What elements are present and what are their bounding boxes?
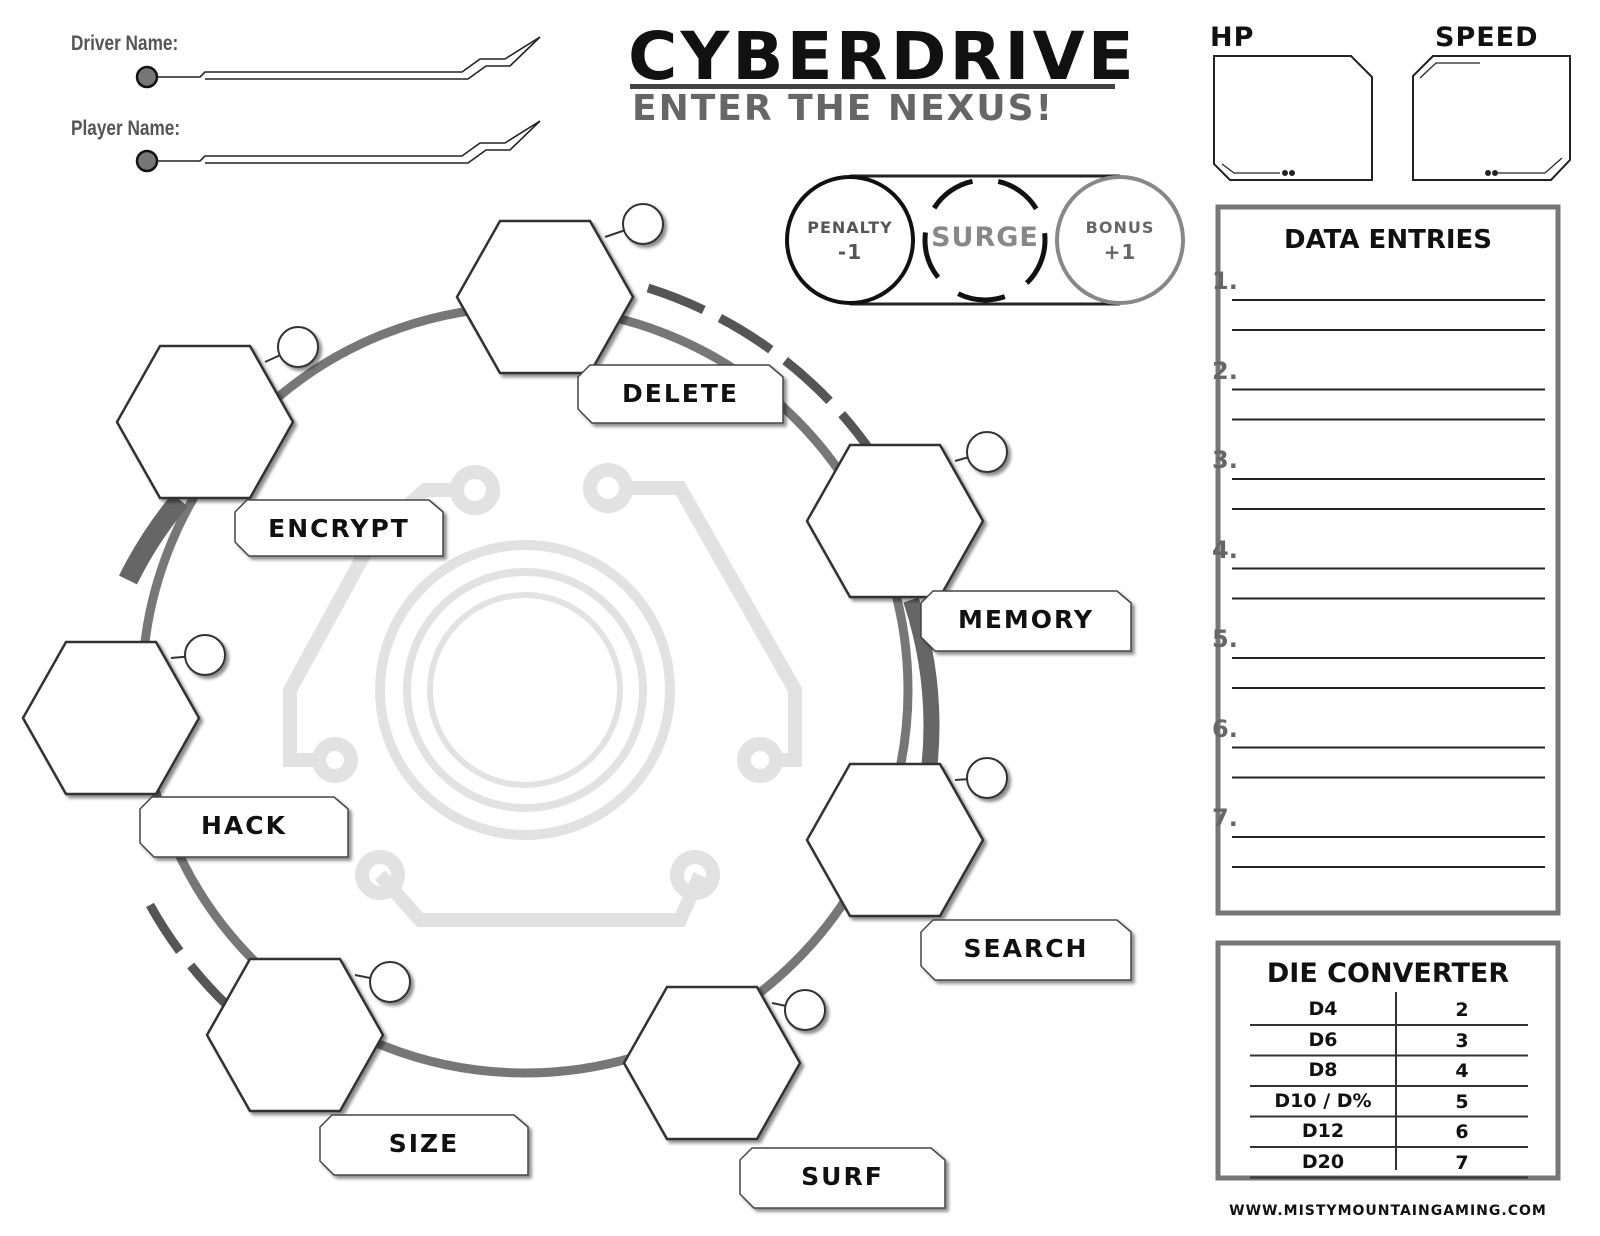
die-value: 4 (1455, 1060, 1469, 1082)
surge-circle (922, 177, 1048, 303)
skill-hexagon (805, 443, 985, 599)
skill-label-search: SEARCH (963, 934, 1089, 963)
skill-tag-plate (139, 796, 349, 858)
player-name-label: Player Name: (71, 117, 181, 140)
skill-pip-circle (184, 634, 226, 676)
skill-label-size: SIZE (388, 1129, 460, 1158)
skill-label-hack: HACK (201, 811, 287, 840)
circuit-watermark (283, 463, 802, 927)
skill-hexagon (21, 640, 201, 796)
die-value: 2 (1455, 999, 1469, 1021)
player-name-line (135, 120, 541, 173)
skill-pip-circle (966, 431, 1008, 473)
surge-label: SURGE (931, 222, 1039, 253)
skill-hexagon (205, 957, 385, 1113)
skill-tag-plate (739, 1147, 946, 1209)
skill-pip-circle (277, 326, 319, 368)
data-entry-number: 7. (1212, 804, 1238, 832)
data-entries-title: DATA ENTRIES (1283, 225, 1492, 255)
website-url: WWW.MISTYMOUNTAINGAMING.COM (1229, 1203, 1547, 1219)
die-value: 5 (1455, 1090, 1469, 1113)
skill-tag-plate (920, 919, 1132, 981)
penalty-value: -1 (837, 240, 863, 264)
data-entry-number: 6. (1212, 714, 1238, 743)
data-entry-number: 1. (1212, 267, 1238, 295)
die-type: D12 (1301, 1120, 1345, 1142)
skill-label-memory: MEMORY (957, 605, 1095, 634)
die-value: 3 (1455, 1029, 1469, 1052)
skill-label-surf: SURF (801, 1162, 884, 1191)
surge-track (785, 174, 1185, 306)
die-type: D6 (1308, 1028, 1338, 1051)
data-entry-number: 5. (1212, 625, 1238, 653)
skill-node-search (805, 757, 1132, 981)
speed-label: SPEED (1435, 22, 1539, 53)
die-type: D20 (1301, 1150, 1345, 1173)
speed-box (1412, 55, 1571, 181)
skill-tag-plate (234, 499, 444, 557)
game-subtitle: ENTER THE NEXUS! (632, 88, 1054, 129)
skill-node-surf (622, 985, 946, 1209)
skill-pip-circle (966, 757, 1008, 799)
skill-hexagon (805, 762, 985, 918)
hp-label: HP (1210, 22, 1255, 53)
skill-pip-circle (784, 989, 826, 1031)
skill-label-delete: DELETE (622, 379, 739, 408)
die-type: D10 / D% (1274, 1089, 1372, 1112)
skill-tag-plate (920, 590, 1132, 652)
skill-node-encrypt (115, 326, 444, 557)
data-entry-number: 4. (1212, 535, 1238, 564)
driver-name-label: Driver Name: (71, 32, 179, 55)
penalty-label: PENALTY (807, 218, 893, 237)
skill-tag-plate (577, 364, 784, 424)
skill-pip-circle (369, 961, 411, 1003)
hp-box (1213, 55, 1373, 181)
skill-tag-plate (319, 1114, 529, 1176)
die-value: 7 (1455, 1151, 1469, 1174)
title-rule (630, 84, 1115, 89)
die-type: D8 (1308, 1059, 1338, 1081)
die-value: 6 (1455, 1121, 1469, 1143)
skill-label-encrypt: ENCRYPT (268, 514, 410, 543)
skill-node-hack (21, 634, 349, 858)
skill-node-memory (805, 431, 1132, 652)
die-type: D4 (1308, 998, 1338, 1020)
game-title: CYBERDRIVE (628, 18, 1137, 95)
bonus-value: +1 (1103, 240, 1137, 264)
data-entry-number: 2. (1212, 356, 1238, 385)
penalty-circle (785, 175, 915, 305)
skill-hexagon (115, 344, 295, 500)
die-converter-title: DIE CONVERTER (1266, 958, 1510, 989)
skill-node-delete (455, 203, 784, 424)
driver-name-line (135, 36, 541, 89)
skill-node-size (205, 957, 529, 1176)
data-entry-number: 3. (1212, 446, 1238, 474)
skill-pip-circle (622, 203, 664, 245)
skill-hexagon (622, 985, 802, 1141)
die-converter-panel (1215, 940, 1561, 1181)
bonus-circle (1055, 175, 1185, 305)
skill-hexagon (455, 219, 635, 375)
data-entries-panel (1215, 204, 1561, 916)
bonus-label: BONUS (1085, 218, 1155, 237)
